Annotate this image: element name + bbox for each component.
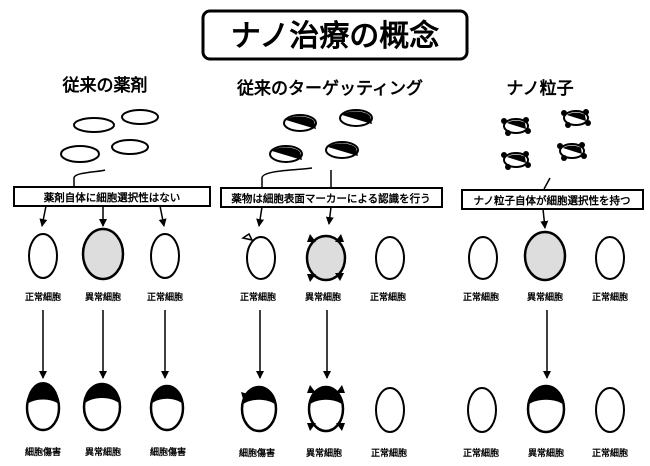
cell-label: 異常細胞: [527, 291, 563, 303]
cell-label: 正常細胞: [25, 291, 61, 303]
description-nanoparticle: ナノ粒子自体が細胞選択性を持つ: [474, 194, 631, 207]
cells-after: [25, 382, 625, 434]
cell-label: 正常細胞: [240, 291, 276, 303]
cell-label: 異常細胞: [306, 447, 342, 459]
targeted-drug-molecules: [269, 109, 373, 163]
heading-conventional-drug: 従来の薬剤: [62, 75, 148, 96]
cell-label: 細胞傷害: [25, 446, 61, 458]
cells-before-labels: 正常細胞 異常細胞 正常細胞 正常細胞 異常細胞 正常細胞 正常細胞 異常細胞 …: [25, 291, 628, 303]
cell-label: 異常細胞: [85, 446, 121, 458]
cells-before: [28, 227, 625, 282]
outcome-arrows: [39, 310, 551, 379]
normal-cell: [28, 233, 58, 279]
cell-label: 正常細胞: [370, 291, 406, 303]
abnormal-cell: [526, 384, 566, 434]
normal-cell: [375, 236, 405, 280]
drug-molecules: [60, 109, 159, 163]
normal-cell: [467, 387, 497, 433]
description-conventional-targeting: 薬物は細胞表面マーカーによる認識を行う: [230, 192, 430, 205]
description-conventional-drug: 薬剤自体に細胞選択性はない: [43, 191, 181, 204]
nanoparticles: [501, 109, 591, 170]
description-box-conventional-targeting: 薬物は細胞表面マーカーによる認識を行う: [220, 187, 443, 208]
damaged-cell: [149, 384, 185, 432]
normal-cell: [241, 232, 276, 280]
description-box-nanoparticle: ナノ粒子自体が細胞選択性を持つ: [461, 189, 644, 210]
abnormal-cell: [307, 385, 345, 433]
cell-label: 細胞傷害: [150, 446, 186, 458]
cell-label: 正常細胞: [592, 291, 628, 303]
heading-conventional-targeting: 従来のターゲッティング: [236, 78, 423, 99]
abnormal-cell: [82, 382, 122, 432]
cell-label: 正常細胞: [371, 447, 407, 459]
damaged-cell: [240, 385, 278, 433]
description-box-conventional-drug: 薬剤自体に細胞選択性はない: [13, 186, 211, 207]
branch-arrows: [39, 167, 551, 229]
normal-cell: [375, 387, 405, 433]
cell-label: 異常細胞: [528, 447, 564, 459]
cell-label: 正常細胞: [147, 291, 183, 303]
abnormal-cell: [305, 234, 347, 282]
abnormal-cell: [523, 230, 567, 282]
cell-label: 細胞傷害: [239, 447, 275, 459]
cell-label: 異常細胞: [305, 291, 341, 303]
normal-cell: [150, 233, 180, 279]
cell-label: 正常細胞: [592, 447, 628, 459]
cell-label: 正常細胞: [463, 291, 499, 303]
abnormal-cell: [81, 227, 125, 281]
heading-nanoparticle: ナノ粒子: [506, 78, 573, 99]
cells-after-labels: 細胞傷害 異常細胞 細胞傷害 細胞傷害 異常細胞 正常細胞 正常細胞 異常細胞 …: [25, 446, 628, 459]
diagram-title: ナノ治療の概念: [231, 19, 440, 54]
title-frame: ナノ治療の概念: [201, 9, 469, 61]
cell-label: 異常細胞: [85, 291, 121, 303]
normal-cell: [468, 236, 498, 280]
cell-label: 正常細胞: [463, 447, 499, 459]
normal-cell: [595, 387, 625, 433]
normal-cell: [595, 236, 625, 280]
damaged-cell: [25, 382, 61, 432]
